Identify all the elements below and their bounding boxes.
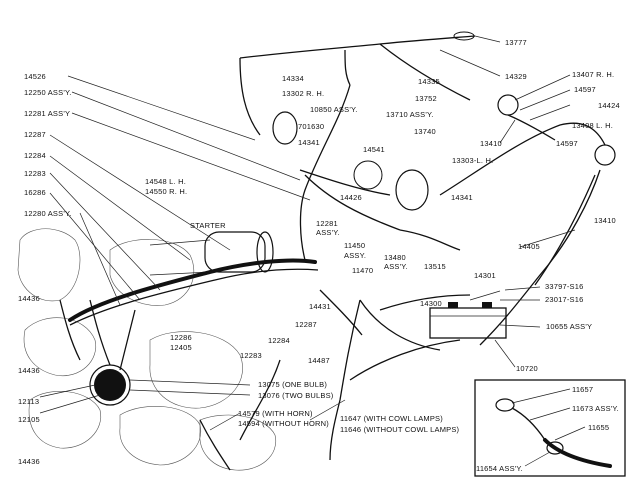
label-11450: 11450 — [344, 241, 366, 250]
label-16286: 16286 — [24, 188, 46, 197]
inset-lamp-detail — [474, 379, 626, 477]
lamp-wires — [199, 35, 606, 471]
label-13480: 13480 — [384, 253, 406, 262]
label-12287-upper: 12287 — [24, 130, 46, 139]
label-10720: 10720 — [516, 364, 538, 373]
label-13480-assy: ASS'Y. — [384, 262, 408, 271]
label-14436-lower: 14436 — [18, 457, 40, 466]
label-14594: 14594 (WITHOUT HORN) — [238, 419, 329, 428]
label-14550: 14550 R. H. — [145, 187, 188, 196]
label-14335: 14335 — [418, 77, 440, 86]
label-11470: 11470 — [352, 266, 374, 275]
battery — [429, 302, 507, 339]
label-13515: 13515 — [424, 262, 446, 271]
label-14329: 14329 — [505, 72, 527, 81]
label-13752: 13752 — [415, 94, 437, 103]
label-14405: 14405 — [518, 242, 540, 251]
label-11654: 11654 ASS'Y. — [476, 464, 523, 473]
label-11657: 11657 — [572, 385, 594, 394]
label-12105: 12105 — [18, 415, 40, 424]
label-10655: 10655 ASS'Y — [546, 322, 593, 331]
label-11647: 11647 (WITH COWL LAMPS) — [340, 414, 443, 423]
label-14597-lower: 14597 — [556, 139, 578, 148]
label-12281-upper: 12281 ASS'Y — [24, 109, 71, 118]
label-14541: 14541 — [363, 145, 385, 154]
label-12283-lower: 12283 — [240, 351, 262, 360]
label-12284-lower: 12284 — [268, 336, 290, 345]
label-14341-lower: 14341 — [451, 193, 473, 202]
label-33797: 33797-S16 — [545, 282, 584, 291]
label-12113: 12113 — [18, 397, 40, 406]
label-12287-lower: 12287 — [295, 320, 317, 329]
label-11646: 11646 (WITHOUT COWL LAMPS) — [340, 425, 460, 434]
label-12281-lower-assy: ASS'Y. — [316, 228, 340, 237]
label-13076: 13076 (TWO BULBS) — [258, 391, 334, 400]
distributor — [89, 364, 131, 406]
label-12284-upper: 12284 — [24, 151, 46, 160]
starter-motor — [149, 231, 274, 276]
label-23017: 23017-S16 — [545, 295, 584, 304]
label-14424: 14424 — [598, 101, 620, 110]
label-13410-left: 13410 — [480, 139, 502, 148]
label-12280: 12280 ASS'Y. — [24, 209, 72, 218]
label-11450-assy: ASSY. — [344, 251, 367, 260]
label-13302: 13302 R. H. — [282, 89, 325, 98]
label-10850: 10850 ASS'Y. — [310, 105, 358, 114]
label-12281-lower: 12281 — [316, 219, 338, 228]
label-14341-upper: 14341 — [298, 138, 320, 147]
label-14436-middle: 14436 — [18, 366, 40, 375]
label-13710: 13710 ASS'Y. — [386, 110, 434, 119]
label-11673: 11673 ASS'Y. — [572, 404, 619, 413]
leader-lines — [39, 35, 576, 431]
label-14526: 14526 — [24, 72, 46, 81]
label-12286: 12286 — [170, 333, 192, 342]
label-13303: 13303-L. H. — [452, 156, 494, 165]
label-14334: 14334 — [282, 74, 304, 83]
label-12283-upper: 12283 — [24, 169, 46, 178]
label-12405: 12405 — [170, 343, 192, 352]
label-14431: 14431 — [309, 302, 331, 311]
label-starter: STARTER — [190, 221, 226, 230]
headlamps — [272, 31, 616, 211]
label-13777: 13777 — [505, 38, 527, 47]
label-14487: 14487 — [308, 356, 330, 365]
label-14300: 14300 — [420, 299, 442, 308]
label-11655: 11655 — [588, 423, 610, 432]
main-harness — [59, 258, 319, 371]
label-12250: 12250 ASS'Y. — [24, 88, 72, 97]
label-13075: 13075 (ONE BULB) — [258, 380, 328, 389]
label-14436-upper: 14436 — [18, 294, 40, 303]
label-13407: 13407 R. H. — [572, 70, 615, 79]
label-14301: 14301 — [474, 271, 496, 280]
label-14548: 14548 L. H. — [145, 177, 186, 186]
label-14426: 14426 — [340, 193, 362, 202]
label-14579: 14579 (WITH HORN) — [238, 409, 313, 418]
label-14597-upper: 14597 — [574, 85, 596, 94]
label-13408: 13408 L. H. — [572, 121, 613, 130]
label-13410-right: 13410 — [594, 216, 616, 225]
label-701630: 701630 — [298, 122, 325, 131]
label-13740: 13740 — [414, 127, 436, 136]
